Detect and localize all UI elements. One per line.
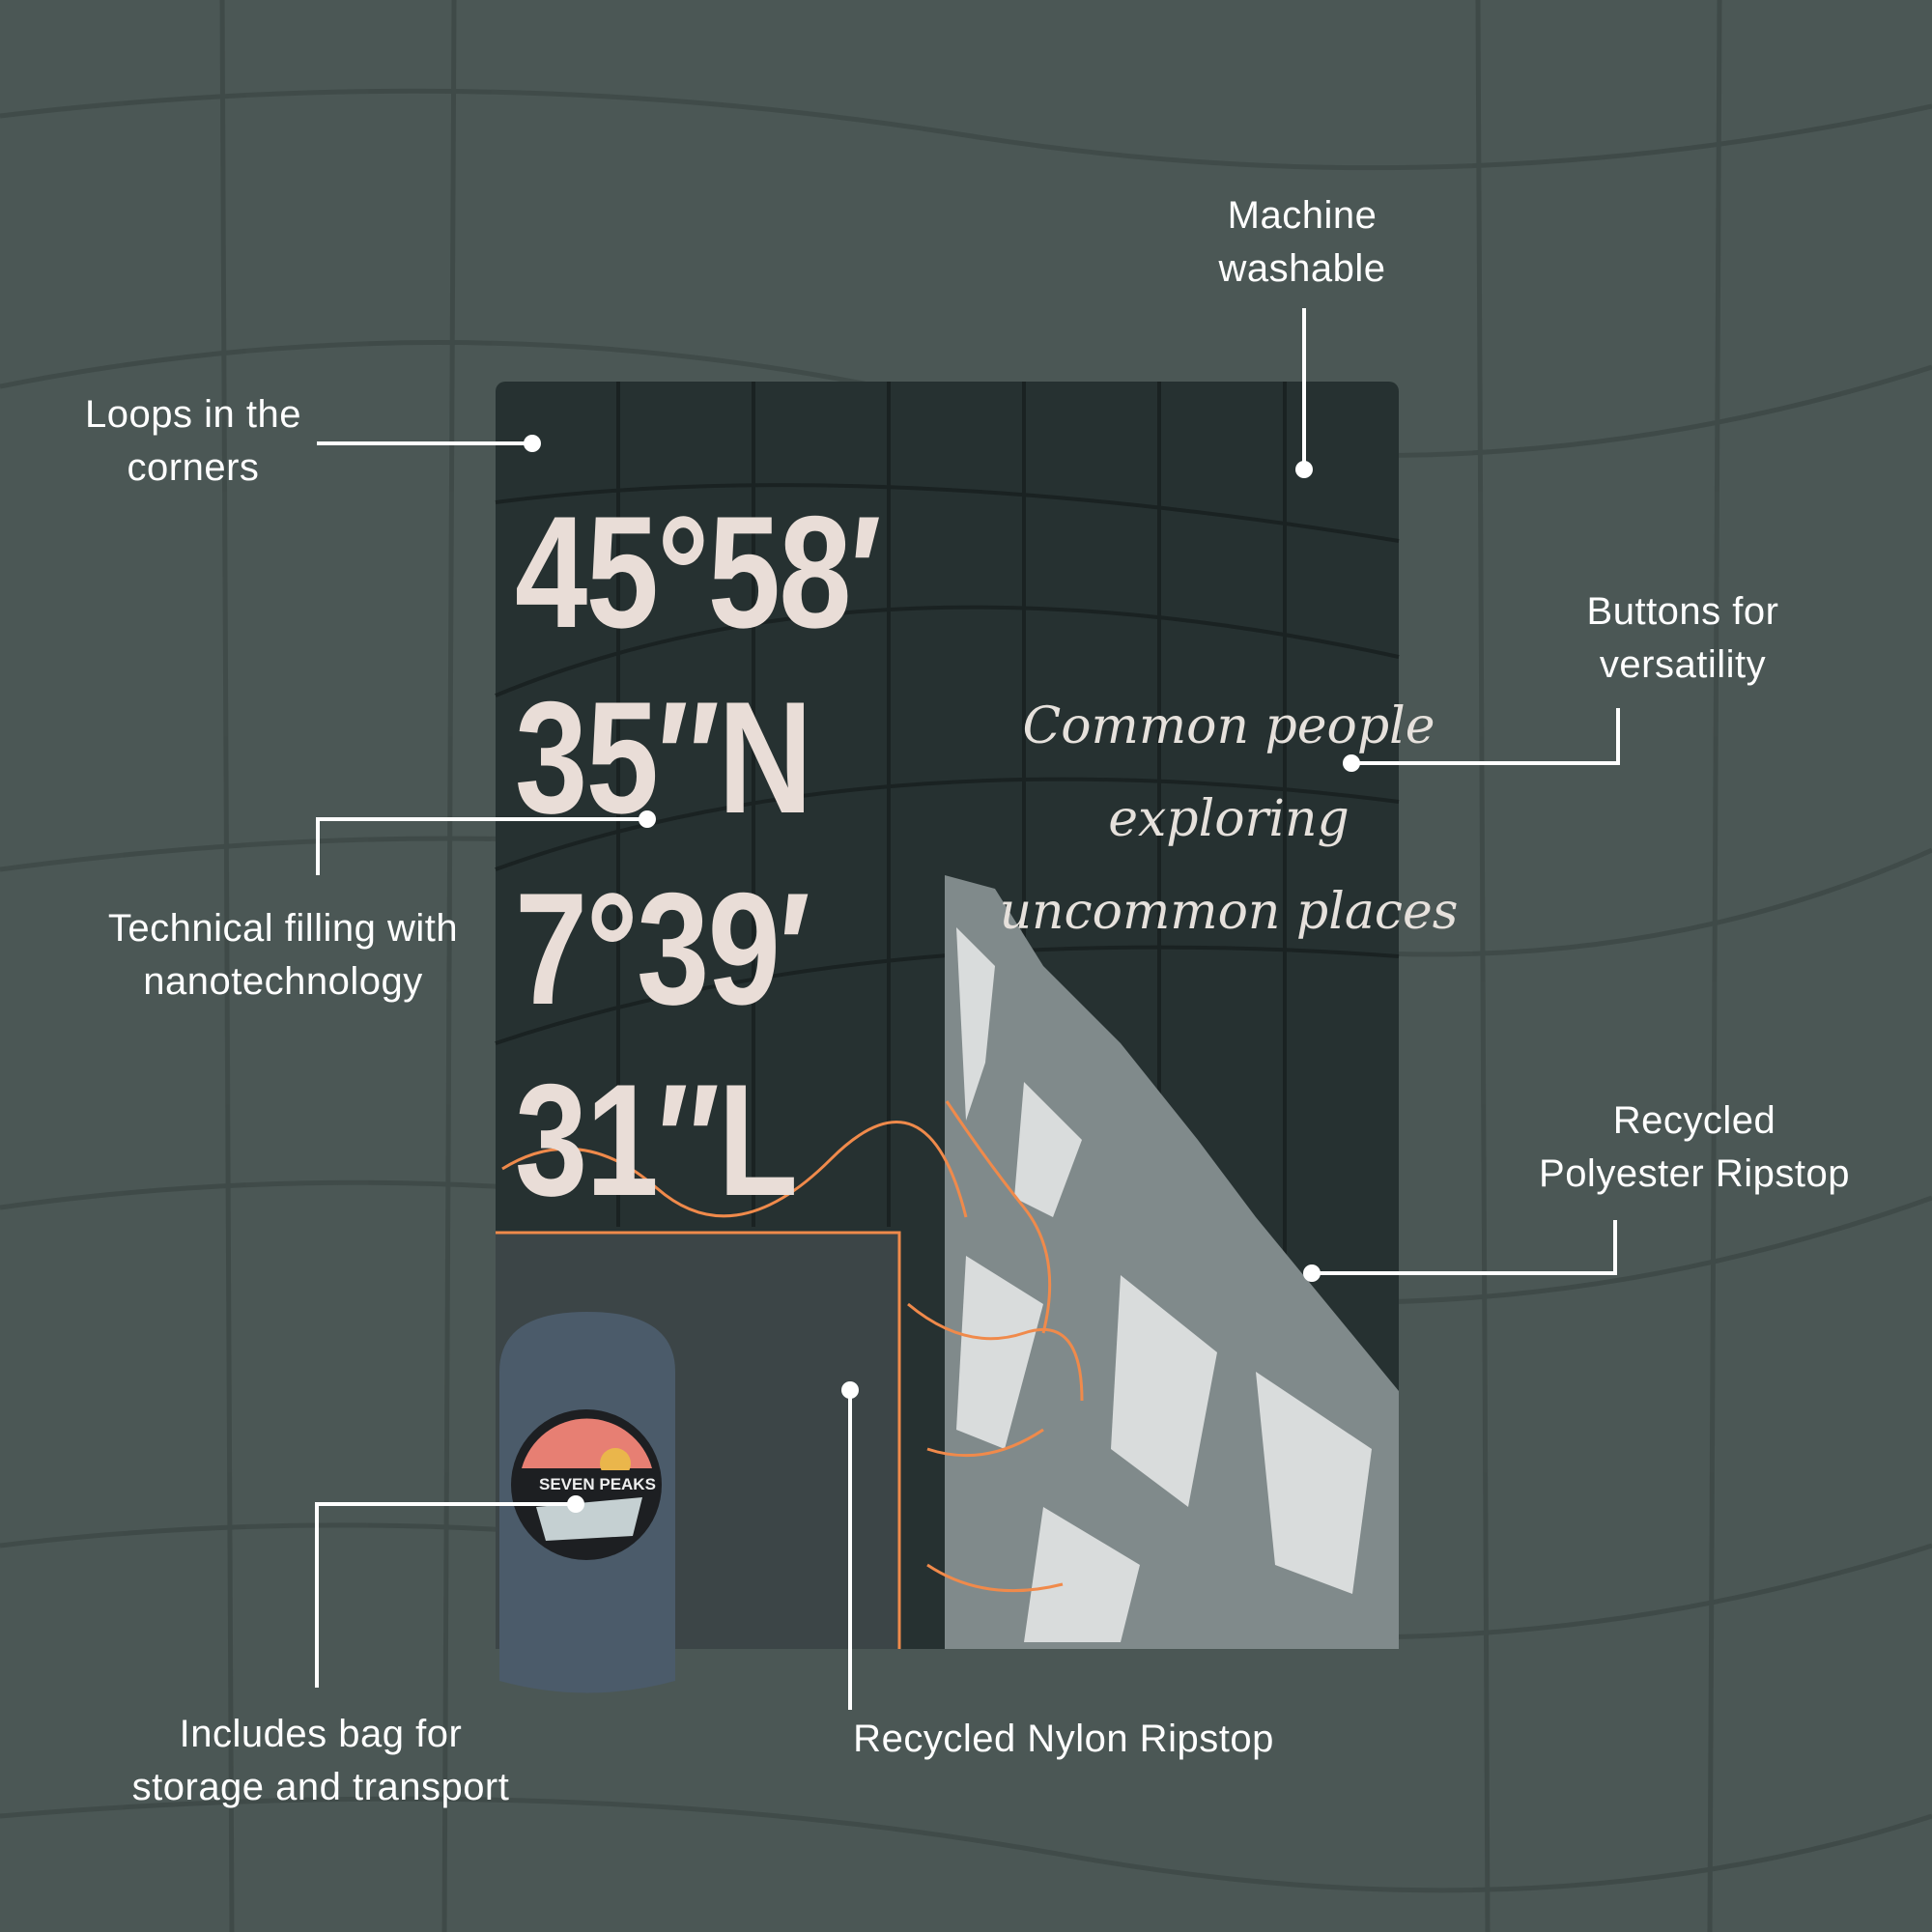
tagline-line: uncommon places xyxy=(999,883,1459,941)
tagline-line: exploring xyxy=(1108,790,1350,848)
bag-logo-brand: SEVEN PEAKS xyxy=(539,1475,656,1493)
coordinate-line: 31″L xyxy=(515,1051,798,1229)
callout-text: Recycled Nylon Ripstop xyxy=(853,1718,1274,1760)
callout-text: washable xyxy=(1218,247,1386,290)
callout-line-buttons xyxy=(1351,708,1620,765)
callout-text: versatility xyxy=(1599,643,1767,686)
callout-text: Technical filling with xyxy=(107,907,459,950)
callout-text: nanotechnology xyxy=(143,960,423,1003)
callout-text: Loops in the xyxy=(85,393,301,436)
coordinate-line: 35″N xyxy=(515,668,812,846)
callout-text: Buttons for xyxy=(1586,590,1779,633)
coordinate-line: 7°39′ xyxy=(515,860,810,1037)
storage-bag xyxy=(499,1312,675,1693)
topo-lines xyxy=(496,1100,1084,1649)
callout-text: Machine xyxy=(1227,194,1378,237)
callout-dot xyxy=(841,1381,859,1399)
callout-loops: Loops in the corners xyxy=(85,388,301,495)
callout-polyester: Recycled Polyester Ripstop xyxy=(1539,1094,1850,1201)
callout-line-bag xyxy=(315,1502,576,1688)
callout-line-polyester xyxy=(1312,1220,1617,1275)
coordinate-line: 45°58′ xyxy=(515,483,881,661)
callout-dot xyxy=(567,1495,584,1513)
callout-filling: Technical filling with nanotechnology xyxy=(108,902,458,1009)
callout-line-filling xyxy=(316,817,647,875)
callout-text: Polyester Ripstop xyxy=(1539,1152,1850,1195)
callout-machine-washable: Machine washable xyxy=(1218,189,1385,296)
callout-text: corners xyxy=(127,446,260,489)
tagline-line: Common people xyxy=(1022,697,1435,755)
callout-buttons: Buttons for versatility xyxy=(1587,585,1779,692)
callout-text: Includes bag for xyxy=(179,1713,463,1755)
callout-dot xyxy=(524,435,541,452)
callout-dot xyxy=(1303,1264,1321,1282)
callout-text: Recycled xyxy=(1612,1099,1776,1142)
callout-dot xyxy=(1343,754,1360,772)
callout-bag: Includes bag for storage and transport xyxy=(132,1708,510,1814)
callout-text: storage and transport xyxy=(131,1766,510,1808)
callout-dot xyxy=(639,810,656,828)
snow-patches xyxy=(956,927,1372,1642)
callout-dot xyxy=(1295,461,1313,478)
callout-nylon: Recycled Nylon Ripstop xyxy=(853,1713,1274,1766)
